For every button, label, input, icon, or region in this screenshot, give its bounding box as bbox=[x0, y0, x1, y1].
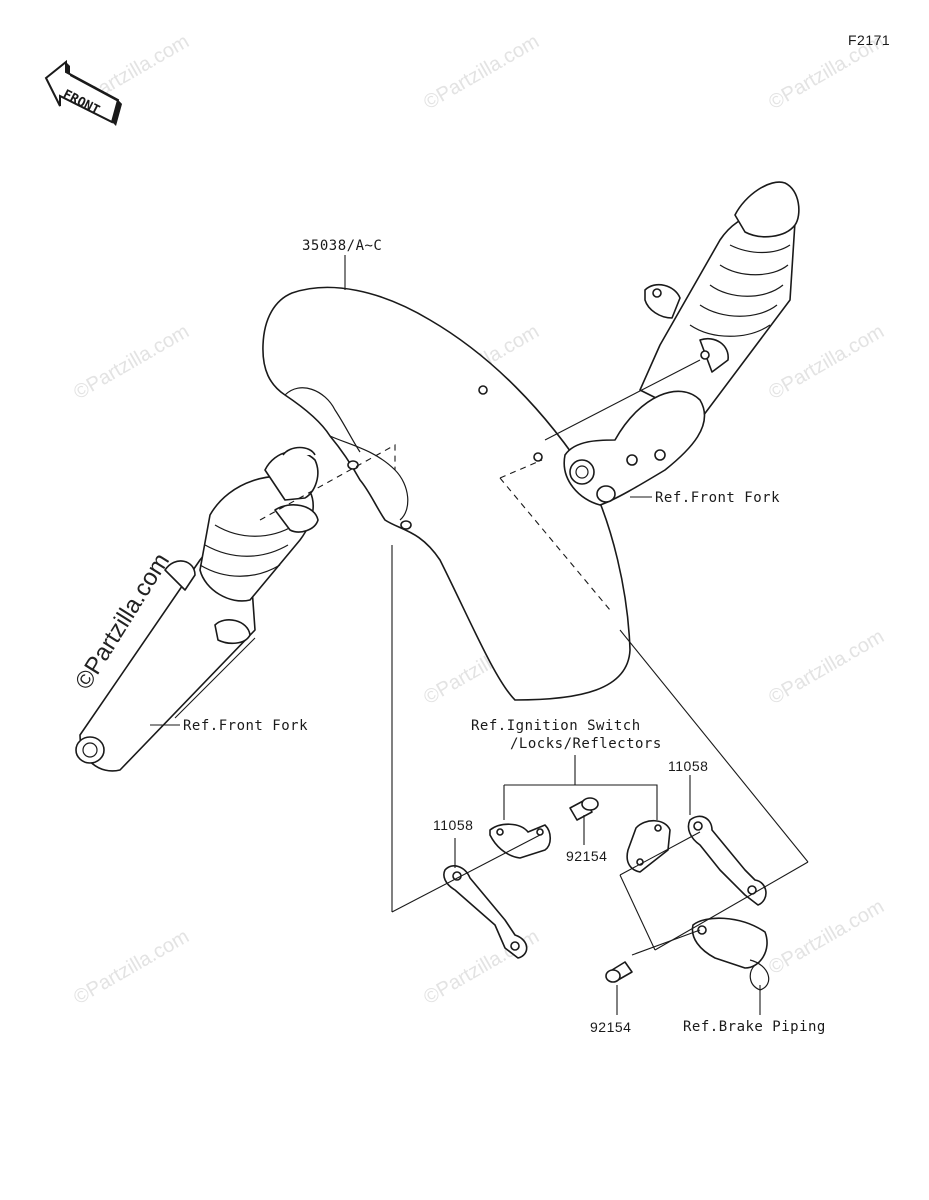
dashed-alignment-lines bbox=[259, 444, 611, 611]
bolt-92154-center bbox=[569, 797, 599, 821]
bracket-center-right bbox=[626, 819, 671, 873]
bolt-center-part-number: 92154 bbox=[566, 848, 608, 864]
front-fork-right bbox=[544, 181, 800, 506]
bracket-11058-right bbox=[687, 815, 767, 906]
front-fender bbox=[262, 286, 631, 701]
brake-piping-clamp bbox=[691, 917, 770, 991]
ref-front-fork-right-label: Ref.Front Fork bbox=[655, 490, 781, 506]
diagram-code: F2171 bbox=[848, 32, 891, 48]
bracket-right-part-number: 11058 bbox=[668, 758, 709, 774]
bracket-11058-left bbox=[443, 865, 528, 959]
fender-part-number: 35038/A~C bbox=[302, 238, 383, 254]
leader-lines bbox=[150, 255, 809, 1015]
ref-front-fork-left-label: Ref.Front Fork bbox=[183, 718, 309, 734]
bolt-bottom-part-number: 92154 bbox=[590, 1019, 632, 1035]
bracket-left-part-number: 11058 bbox=[433, 817, 474, 833]
ref-ignition-label-line2: /Locks/Reflectors bbox=[510, 736, 662, 752]
ref-ignition-label-line1: Ref.Ignition Switch bbox=[471, 718, 641, 734]
front-arrow-icon: FRONT bbox=[44, 59, 122, 126]
ref-brake-piping-label: Ref.Brake Piping bbox=[683, 1019, 826, 1035]
bracket-center-left bbox=[489, 823, 552, 859]
front-fork-left bbox=[75, 446, 319, 772]
bolt-92154-bottom bbox=[605, 961, 633, 983]
